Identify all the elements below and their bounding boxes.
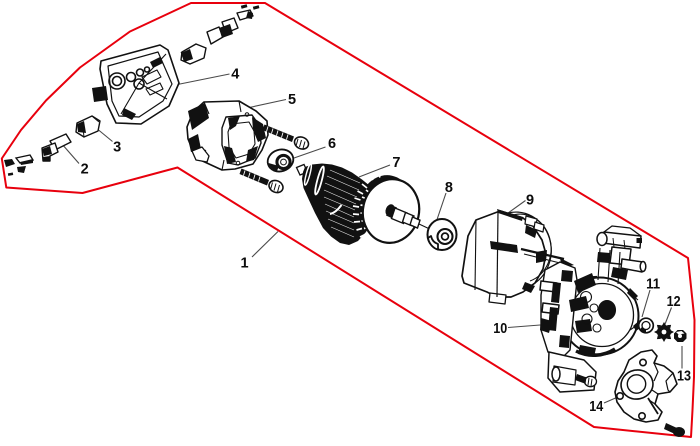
svg-text:4: 4 bbox=[231, 66, 239, 82]
svg-text:8: 8 bbox=[445, 180, 453, 196]
svg-text:9: 9 bbox=[526, 192, 534, 208]
svg-text:7: 7 bbox=[392, 155, 400, 171]
svg-text:11: 11 bbox=[646, 277, 660, 293]
svg-text:3: 3 bbox=[113, 140, 121, 156]
svg-text:14: 14 bbox=[589, 399, 603, 415]
svg-text:6: 6 bbox=[328, 136, 336, 152]
svg-text:10: 10 bbox=[493, 321, 507, 337]
svg-text:13: 13 bbox=[677, 369, 691, 385]
svg-text:2: 2 bbox=[81, 162, 89, 178]
svg-text:1: 1 bbox=[240, 256, 248, 272]
svg-text:5: 5 bbox=[288, 92, 296, 108]
svg-text:12: 12 bbox=[667, 294, 681, 310]
